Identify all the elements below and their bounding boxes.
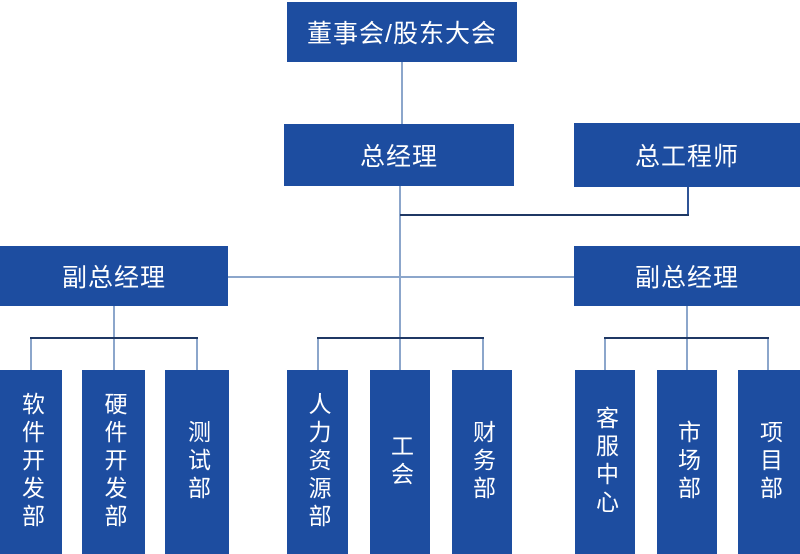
- node-label: 财务部: [469, 420, 496, 504]
- node-chief-engineer: 总工程师: [574, 123, 800, 187]
- node-board-of-directors: 董事会/股东大会: [287, 2, 517, 62]
- node-deputy-gm-left: 副总经理: [0, 246, 228, 306]
- node-label: 市场部: [674, 420, 701, 504]
- node-customer-service-center: 客服中心: [575, 370, 635, 554]
- node-marketing-dept: 市场部: [657, 370, 717, 554]
- node-software-dev-dept: 软件开发部: [0, 370, 62, 554]
- node-label: 客服中心: [592, 406, 619, 518]
- node-hardware-dev-dept: 硬件开发部: [82, 370, 145, 554]
- node-label: 软件开发部: [18, 392, 45, 532]
- node-project-dept: 项目部: [738, 370, 800, 554]
- node-testing-dept: 测试部: [165, 370, 229, 554]
- node-finance-dept: 财务部: [452, 370, 512, 554]
- node-labor-union: 工会: [370, 370, 430, 554]
- node-label: 项目部: [756, 420, 783, 504]
- node-label: 硬件开发部: [101, 392, 127, 532]
- node-label: 人力资源部: [305, 392, 331, 532]
- node-general-manager: 总经理: [284, 124, 514, 186]
- node-hr-dept: 人力资源部: [287, 370, 348, 554]
- node-label: 工会: [387, 434, 414, 490]
- node-label: 测试部: [184, 420, 211, 504]
- node-deputy-gm-right: 副总经理: [574, 246, 800, 306]
